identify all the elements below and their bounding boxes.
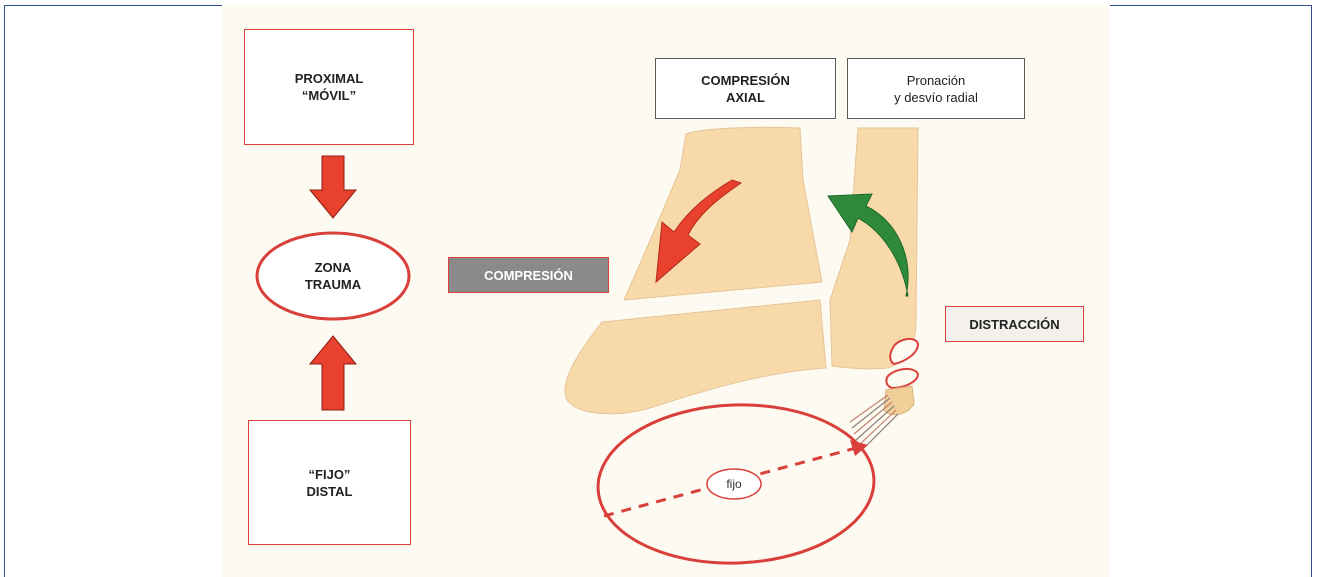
fragment-lower <box>886 369 918 388</box>
upper-bone <box>624 127 822 300</box>
lower-bone <box>565 300 826 414</box>
proximal-movil-box: PROXIMAL “MÓVIL” <box>244 29 414 145</box>
zona-trauma-label: ZONA TRAUMA <box>272 250 394 302</box>
compresion-tag: COMPRESIÓN <box>448 257 609 293</box>
column-bone <box>830 128 918 369</box>
fijo-label: fijo <box>707 470 761 498</box>
pronacion-box: Pronación y desvío radial <box>847 58 1025 119</box>
compresion-axial-box: COMPRESIÓN AXIAL <box>655 58 836 119</box>
down-arrow <box>310 156 356 218</box>
up-arrow <box>310 336 356 410</box>
distraccion-tag: DISTRACCIÓN <box>945 306 1084 342</box>
fijo-distal-box: “FIJO” DISTAL <box>248 420 411 545</box>
